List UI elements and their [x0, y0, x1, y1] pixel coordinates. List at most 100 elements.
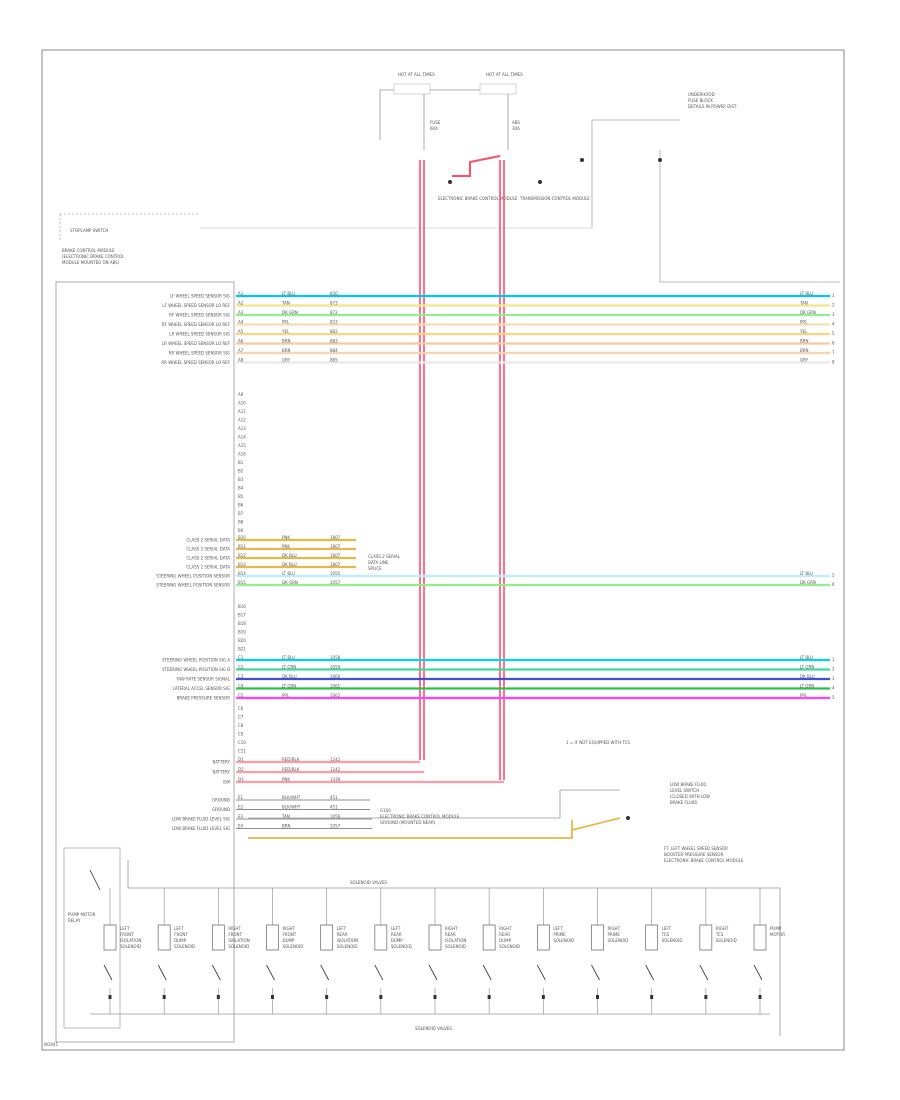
serial-data-wire-color: DK GRN: [282, 580, 298, 585]
sensor-wire-color: LT GRN: [282, 684, 296, 689]
ground-label: LOW BRAKE FLUID LEVEL SIG: [172, 826, 230, 831]
ladder-pin: B17: [238, 613, 246, 618]
serial-data-wire-color: PNK: [282, 535, 290, 540]
wheel-speed-wire-color-right: YEL: [799, 329, 808, 334]
fuse-1-rating: 60A: [430, 126, 438, 131]
sensor-pin: C4: [238, 684, 244, 689]
solenoid-label: REAR: [499, 932, 510, 937]
ladder-pin: A14: [238, 435, 246, 440]
sensor-wire-color-right: LT GRN: [800, 665, 814, 670]
ladder-pin: B9: [238, 528, 244, 533]
sensor-terminal: 2: [832, 667, 835, 672]
serial-data-pin: B11: [238, 544, 246, 549]
solenoid-label: ISOLATION: [445, 938, 466, 943]
solenoid-label: RIGHT: [445, 926, 458, 931]
solenoid-label: RIGHT: [283, 926, 296, 931]
solenoid-label: TCS: [715, 932, 724, 937]
relay-label: UNDERHOOD FUSE BLOCK DETAILS IN POWER DI…: [688, 92, 737, 109]
solenoid-coil: [103, 924, 117, 951]
serial-data-pin: B10: [238, 535, 246, 540]
ladder-pin: C7: [238, 715, 244, 720]
sensor-circuit: 1061: [330, 684, 341, 689]
wheel-speed-wire-color: BRN: [282, 348, 291, 353]
solenoid-bottom-label: SOLENOID VALVES: [415, 1026, 452, 1031]
wheel-speed-wire-color-right: GRY: [800, 358, 809, 363]
svg-text:GROUND (MOUNTED NEAR): GROUND (MOUNTED NEAR): [380, 820, 436, 825]
wheel-speed-terminal: 2: [832, 303, 835, 308]
svg-text:G100: G100: [380, 808, 391, 813]
power-label: IGN: [223, 779, 230, 784]
solenoid-label: RIGHT: [228, 926, 241, 931]
svg-text:BRAKE FLUID): BRAKE FLUID): [670, 800, 698, 805]
sensor-circuit: 1060: [330, 674, 341, 679]
wheel-speed-wire-color-right: BRN: [800, 348, 809, 353]
power-label: BATTERY: [213, 769, 231, 774]
ladder-pin: A12: [238, 418, 246, 423]
sensor-circuit: 1059: [330, 665, 341, 670]
serial-data-circuit: 1807: [330, 544, 341, 549]
power-wire-color: RED/BLK: [282, 767, 300, 772]
ground-wire-color: BLK/WHT: [282, 805, 301, 810]
solenoid-label: SOLENOID: [608, 938, 629, 943]
svg-text:FUSE BLOCK: FUSE BLOCK: [688, 98, 713, 103]
ground-note: G100 ELECTRONIC BRAKE CONTROL MODULE GRO…: [380, 808, 460, 825]
ladder-pin: B16: [238, 604, 246, 609]
sensor-terminal: 4: [832, 686, 835, 691]
wheel-speed-wire-color: GRY: [282, 358, 291, 363]
sensor-terminal: 1: [832, 657, 835, 662]
wheel-speed-pin: A5: [238, 329, 244, 334]
wheel-speed-pin: A8: [238, 358, 244, 363]
sensor-circuit: 1062: [330, 693, 341, 698]
front-sensor-label: FT. LEFT WHEEL SPEED SENSOR BOOSTER PRES…: [664, 846, 744, 863]
sensor-label: STEERING WHEEL POSITION SIG B: [162, 667, 230, 672]
ladder-pin: B7: [238, 511, 244, 516]
ladder-pin: A9: [238, 392, 244, 397]
solenoid-label: SOLENOID: [499, 944, 520, 949]
solenoid-coil: [482, 924, 496, 951]
solenoid-coil: [320, 924, 334, 951]
svg-text:ELECTRONIC BRAKE CONTROL MODUL: ELECTRONIC BRAKE CONTROL MODULE: [380, 814, 460, 819]
sensor-pin: C1: [238, 655, 244, 660]
ground-circuit: 1057: [330, 824, 341, 829]
ladder-pin: A15: [238, 443, 246, 448]
wheel-speed-pin: A7: [238, 348, 244, 353]
serial-data-wire-color-right: LT BLU: [800, 571, 813, 576]
wheel-speed-label: LF WHEEL SPEED SENSOR LO REF: [162, 303, 230, 308]
serial-data-pin: B15: [238, 580, 246, 585]
wheel-speed-terminal: 5: [832, 331, 835, 336]
ground-pin: E1: [238, 795, 244, 800]
serial-data-terminal: 6: [832, 582, 835, 587]
ladder-pin: B3: [238, 477, 244, 482]
pin-ladder: A9A10A11A12A13A14A15A16B1B2B3B4B5B6B7B8B…: [238, 392, 246, 754]
solenoid-label: LEFT: [120, 926, 130, 931]
serial-data-wire-color: DK BLU: [282, 562, 297, 567]
top-power-section: HOT AT ALL TIMES HOT AT ALL TIMES FUSE 6…: [59, 72, 840, 283]
solenoid-label: LEFT: [174, 926, 184, 931]
solenoid-label: DUMP: [174, 938, 186, 943]
ladder-pin: B5: [238, 494, 244, 499]
serial-data-wire-color: DK BLU: [282, 553, 297, 558]
svg-text:LEVEL SWITCH: LEVEL SWITCH: [670, 788, 699, 793]
ladder-pin: B8: [238, 520, 244, 525]
solenoid-coil: [536, 924, 550, 951]
svg-text:(ELECTRONIC BRAKE CONTROL: (ELECTRONIC BRAKE CONTROL: [62, 254, 125, 259]
svg-text:SPLICE: SPLICE: [368, 566, 382, 571]
